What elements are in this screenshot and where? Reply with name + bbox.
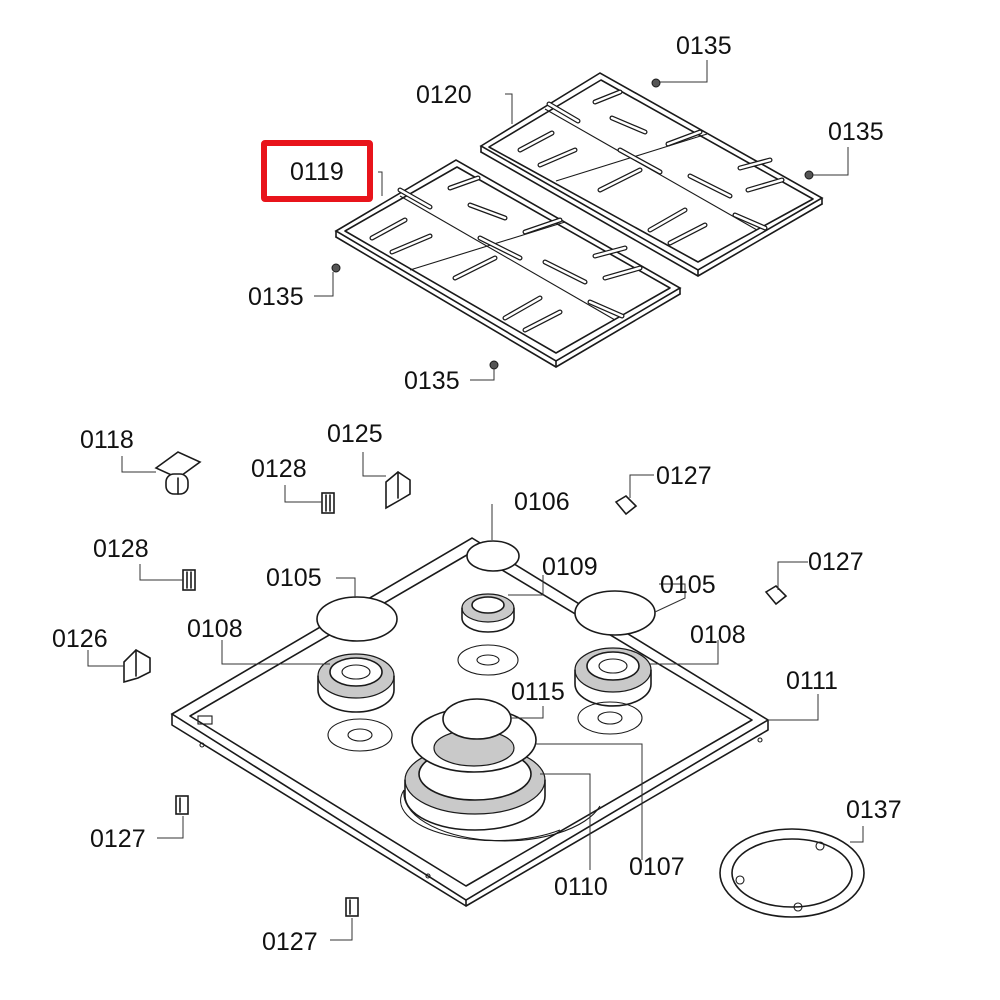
pan-support-0119[interactable] [334,159,682,368]
label-0119[interactable]: 0119 [290,158,344,186]
label-0115[interactable]: 0115 [511,678,565,706]
label-0127-right[interactable]: 0127 [808,548,864,576]
burner-cap-0105-right[interactable] [574,590,656,636]
label-0108-left[interactable]: 0108 [187,615,243,643]
label-0107[interactable]: 0107 [629,853,685,881]
label-0135-top[interactable]: 0135 [676,32,732,60]
label-0128-upper[interactable]: 0128 [251,455,307,483]
rubber-foot-0135-bottom[interactable] [489,360,499,370]
label-0106[interactable]: 0106 [514,488,570,516]
label-0128-lower[interactable]: 0128 [93,535,149,563]
bracket-0126[interactable] [123,649,151,684]
rubber-foot-0135-top[interactable] [651,78,661,88]
label-0127-bottom[interactable]: 0127 [262,928,318,956]
burner-crown-0109[interactable] [461,593,515,633]
label-0135-right[interactable]: 0135 [828,118,884,146]
clamp-0127-left[interactable] [175,795,189,815]
burner-cap-0105-left[interactable] [316,596,398,642]
burner-crown-0108-left[interactable] [317,653,395,713]
clamp-0127-bottom[interactable] [345,897,359,917]
spark-electrode-0118[interactable] [154,451,202,495]
wok-burner-cap-0115[interactable] [442,698,512,740]
label-0111[interactable]: 0111 [786,667,838,695]
label-0135-bottom[interactable]: 0135 [404,367,460,395]
rubber-foot-0135-left[interactable] [331,263,341,273]
label-0127-upper[interactable]: 0127 [656,462,712,490]
label-0109[interactable]: 0109 [542,553,598,581]
burner-cap-0106[interactable] [466,540,520,572]
bracket-0125[interactable] [385,471,411,510]
label-0105-right[interactable]: 0105 [660,571,716,599]
label-0135-left[interactable]: 0135 [248,283,304,311]
label-0127-left[interactable]: 0127 [90,825,146,853]
label-0126[interactable]: 0126 [52,625,108,653]
label-0110[interactable]: 0110 [554,873,608,901]
label-0105-left[interactable]: 0105 [266,564,322,592]
highlight-box-0119 [261,140,373,202]
label-0120[interactable]: 0120 [416,81,472,109]
clip-0128-upper[interactable] [321,492,335,514]
label-0125[interactable]: 0125 [327,420,383,448]
label-0108-right[interactable]: 0108 [690,621,746,649]
burner-crown-0108-right[interactable] [574,647,652,707]
rubber-foot-0135-right[interactable] [804,170,814,180]
clamp-0127-right[interactable] [764,584,788,606]
clamp-0127-upper[interactable] [614,494,638,516]
pan-support-0120[interactable] [479,72,824,277]
label-0118[interactable]: 0118 [80,426,134,454]
seal-ring-0137[interactable] [719,828,865,918]
leader-lines [87,60,864,941]
label-0137[interactable]: 0137 [846,796,902,824]
clip-0128-lower[interactable] [182,569,196,591]
